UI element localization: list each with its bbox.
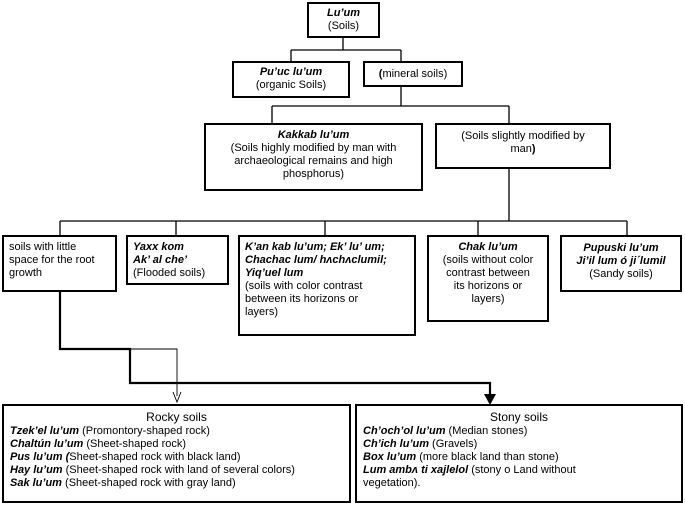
kan-name-3: Yiq’uel lum — [245, 267, 304, 279]
kakkab-line-1: (Soils highly modified by man with — [230, 142, 397, 154]
kan-line-3: layers) — [245, 306, 279, 318]
pupuski-node: Pupuski lu’um Ji’il lum ó ji´lumil (Sand… — [560, 235, 682, 292]
chak-line-1: (soils without color — [442, 254, 534, 266]
rocky-title: Rocky soils — [146, 410, 207, 424]
pupuski-sub: (Sandy soils) — [589, 268, 653, 280]
kan-line-2: between its horizons or — [245, 293, 359, 305]
yaxx-node: Yaxx kom Ak’ al che’ (Flooded soils) — [126, 235, 229, 285]
rocky-item: Sak lu’um (Sheet-shaped rock with gray l… — [10, 477, 236, 489]
little-space-line-3: growth — [9, 267, 43, 279]
kan-name-2: Chachac lum/ hʌchʌclumil; — [245, 254, 387, 266]
mineral-node: (mineral soils) — [363, 61, 463, 87]
chak-name: Chak lu’um — [458, 241, 518, 253]
yaxx-name-1: Yaxx kom — [133, 241, 184, 253]
chak-node: Chak lu’um (soils without color contrast… — [427, 235, 549, 322]
chak-line-4: layers) — [471, 293, 505, 305]
pupuski-name-1: Pupuski lu’um — [583, 242, 659, 254]
stony-item: Lum ambʌ ti xajlelol (stony o Land witho… — [363, 464, 576, 476]
organic-name: Pu’uc lu’um — [259, 66, 323, 78]
little-space-line-2: space for the root — [9, 254, 95, 266]
stony-item: Ch’och’ol lu’um (Median stones) — [363, 425, 528, 437]
yaxx-sub: (Flooded soils) — [133, 267, 206, 279]
stony-arrow-line — [58, 292, 492, 395]
kakkab-node: Kakkab lu’um (Soils highly modified by m… — [204, 123, 423, 191]
organic-node: Pu’uc lu’um (organic Soils) — [232, 61, 350, 98]
rocky-item: Tzek’el lu’um (Promontory-shaped rock) — [10, 425, 210, 437]
root-name: Lu’um — [327, 7, 360, 19]
slightly-line-2: man) — [510, 143, 536, 155]
yaxx-name-2: Ak’ al che’ — [133, 254, 188, 266]
rocky-box: Rocky soils Tzek’el lu’um (Promontory-sh… — [2, 404, 351, 503]
rocky-item: Hay lu’um (Sheet-shaped rock with land o… — [10, 464, 295, 476]
root-node: Lu’um (Soils) — [307, 2, 380, 38]
mineral-label: (mineral soils) — [378, 68, 448, 80]
kakkab-name: Kakkab lu’um — [277, 129, 350, 141]
kakkab-line-3: phosphorus) — [282, 168, 345, 180]
slightly-node: (Soils slightly modified by man) — [435, 123, 611, 169]
stony-arrowhead — [484, 394, 496, 405]
little-space-node: soils with little space for the root gro… — [2, 235, 117, 292]
chak-line-2: contrast between — [446, 267, 530, 279]
organic-sub: (organic Soils) — [255, 79, 327, 91]
little-space-line-1: soils with little — [9, 241, 77, 253]
root-sub: (Soils) — [327, 20, 360, 32]
pupuski-name-2: Ji’il lum ó ji´lumil — [576, 255, 666, 267]
kan-line-1: (soils with color contrast — [245, 280, 363, 292]
rocky-arrow-line — [60, 348, 178, 396]
stony-item: Ch’ich lu’um (Gravels) — [363, 438, 478, 450]
stony-last-line: vegetation). — [363, 477, 421, 489]
rocky-item: Chaltún lu’um (Sheet-shaped rock) — [10, 438, 187, 450]
kan-node: K’an kab lu’um; Ek’ lu’ um; Chachac lum/… — [238, 235, 416, 336]
rocky-item: Pus lu’um (Sheet-shaped rock with black … — [10, 451, 241, 463]
kan-name-1: K’an kab lu’um; Ek’ lu’ um; — [245, 241, 385, 253]
rocky-arrowhead — [172, 391, 182, 404]
stony-title: Stony soils — [489, 410, 549, 424]
stony-item: Box lu’um (more black land than stone) — [363, 451, 559, 463]
kakkab-line-2: archaeological remains and high — [234, 155, 393, 167]
stony-box: Stony soils Ch’och’ol lu’um (Median ston… — [355, 404, 683, 503]
slightly-line-1: (Soils slightly modified by — [461, 130, 585, 142]
chak-line-3: its horizons or — [453, 280, 523, 292]
